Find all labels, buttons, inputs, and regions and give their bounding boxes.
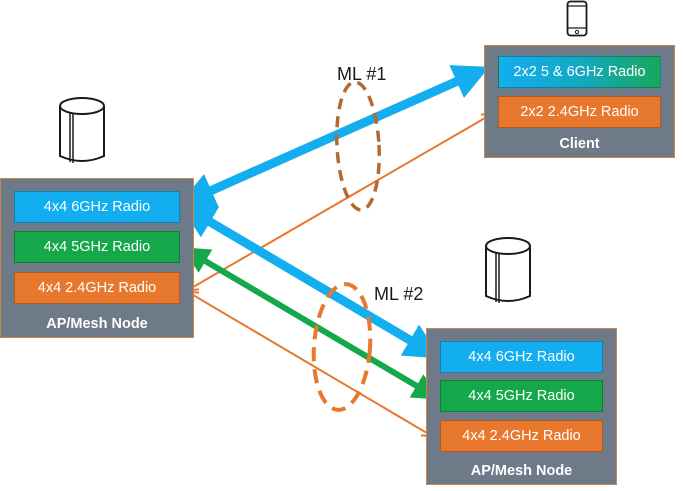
radio-2-4ghz: 4x4 2.4GHz Radio — [440, 420, 603, 452]
ml1-label: ML #1 — [337, 64, 387, 84]
ml2-grouping-ellipse — [311, 282, 373, 412]
ap-mesh-node-right: 4x4 6GHz Radio 4x4 5GHz Radio 4x4 2.4GHz… — [426, 328, 617, 485]
link-ml1-6ghz — [178, 65, 490, 207]
radio-5ghz: 4x4 5GHz Radio — [440, 380, 603, 412]
smartphone-icon — [566, 0, 588, 37]
link-ml2-6ghz — [179, 203, 441, 359]
ml1-grouping-ellipse — [335, 80, 381, 212]
mesh-node-cylinder-icon — [59, 97, 105, 163]
node-label: AP/Mesh Node — [46, 316, 148, 332]
link-ml1-2-4ghz — [188, 114, 492, 290]
radio-6ghz: 4x4 6GHz Radio — [14, 191, 180, 223]
radio-5ghz: 4x4 5GHz Radio — [14, 231, 180, 263]
node-label: Client — [559, 136, 600, 152]
radio-5-6ghz: 2x2 5 & 6GHz Radio — [498, 56, 661, 88]
ml2-label: ML #2 — [374, 284, 424, 304]
radio-6ghz: 4x4 6GHz Radio — [440, 341, 603, 373]
link-ml2-5ghz — [182, 247, 440, 400]
radio-2-4ghz: 2x2 2.4GHz Radio — [498, 96, 661, 128]
node-label: AP/Mesh Node — [470, 463, 573, 479]
client-node: 2x2 5 & 6GHz Radio 2x2 2.4GHz Radio Clie… — [484, 45, 675, 158]
mesh-node-cylinder-icon — [485, 237, 531, 303]
ap-mesh-node-left: 4x4 6GHz Radio 4x4 5GHz Radio 4x4 2.4GHz… — [0, 178, 194, 338]
link-ml2-2-4ghz — [188, 292, 432, 436]
radio-2-4ghz: 4x4 2.4GHz Radio — [14, 272, 180, 304]
